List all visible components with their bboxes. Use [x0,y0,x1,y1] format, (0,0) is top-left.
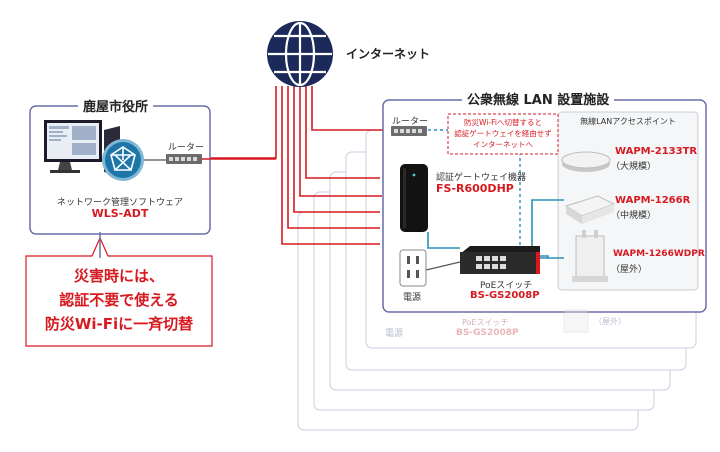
disaster-callout: 災害時には、 認証不要で使える 防災Wi-Fiに一斉切替 [26,264,212,336]
ghost-switch-caption: PoEスイッチ [462,318,509,327]
software-model: WLS-ADT [91,207,149,220]
ghost-ap-type: （屋外） [594,317,626,326]
internet-link-line [299,86,382,197]
network-hub-icon [102,139,166,181]
ap-type: （屋外） [611,265,648,275]
facility-title: 公衆無線 LAN 設置施設 [462,89,615,108]
gateway-device-icon [400,164,428,232]
internet-label: インターネット [346,47,431,61]
callout-line: 認証不要で使える [59,291,179,309]
internet-link-line [311,86,389,131]
ap-model: WAPM-1266R [615,195,691,206]
city-office-title: 鹿屋市役所 [78,96,154,115]
callout-line: 災害時には、 [73,267,164,285]
gateway-caption: 認証ゲートウェイ機器 [436,173,527,183]
switch-caption: PoEスイッチ [480,281,533,291]
internet-link-line [305,86,380,179]
power-outlet-icon [399,249,427,287]
note-line: インターネットへ [473,140,533,149]
note-line: 防災Wi-Fiへ切替すると [464,118,542,127]
gateway-to-switch-line [427,232,460,249]
ap-type: （大規模） [611,162,657,172]
internet-link-line [287,86,380,229]
access-point-outdoor-icon [572,230,608,282]
globe-icon [267,21,333,87]
ap-header: 無線LANアクセスポイント [580,117,676,126]
ghost-outlet-label: 電源 [385,329,404,339]
access-point-medium-icon [564,195,616,224]
access-point-large-icon [561,151,611,172]
callout-line: 防災Wi-Fiに一斉切替 [44,315,194,333]
ap-type: （中規模） [611,211,657,221]
ap-model: WAPM-2133TR [615,146,698,157]
callout-frame [25,236,213,347]
gateway-model: FS-R600DHP [436,182,514,195]
switch-to-ap-line [531,199,564,250]
outlet-label: 電源 [403,293,422,303]
ghost-access-point-icon [563,309,589,333]
note-line: 認証ゲートウェイを経由せず [454,129,552,138]
internet-link-line [281,86,380,245]
poe-switch-icon [460,246,540,274]
software-caption: ネットワーク管理ソフトウェア [56,198,183,208]
facility-router-label: ルーター [392,117,429,127]
office-router-icon [166,154,202,164]
internet-link-line [293,86,380,213]
management-pc-icon [44,120,120,176]
bypass-note: 防災Wi-Fiへ切替すると 認証ゲートウェイを経由せず インターネットへ [448,117,558,150]
bypass-note-box [447,113,559,155]
ghost-switch-model: BS-GS2008P [456,328,519,338]
facility-router-icon [391,126,427,136]
office-router-label: ルーター [168,143,205,153]
ap-model: WAPM-1266WDPR [613,249,705,259]
switch-model: BS-GS2008P [470,290,540,301]
